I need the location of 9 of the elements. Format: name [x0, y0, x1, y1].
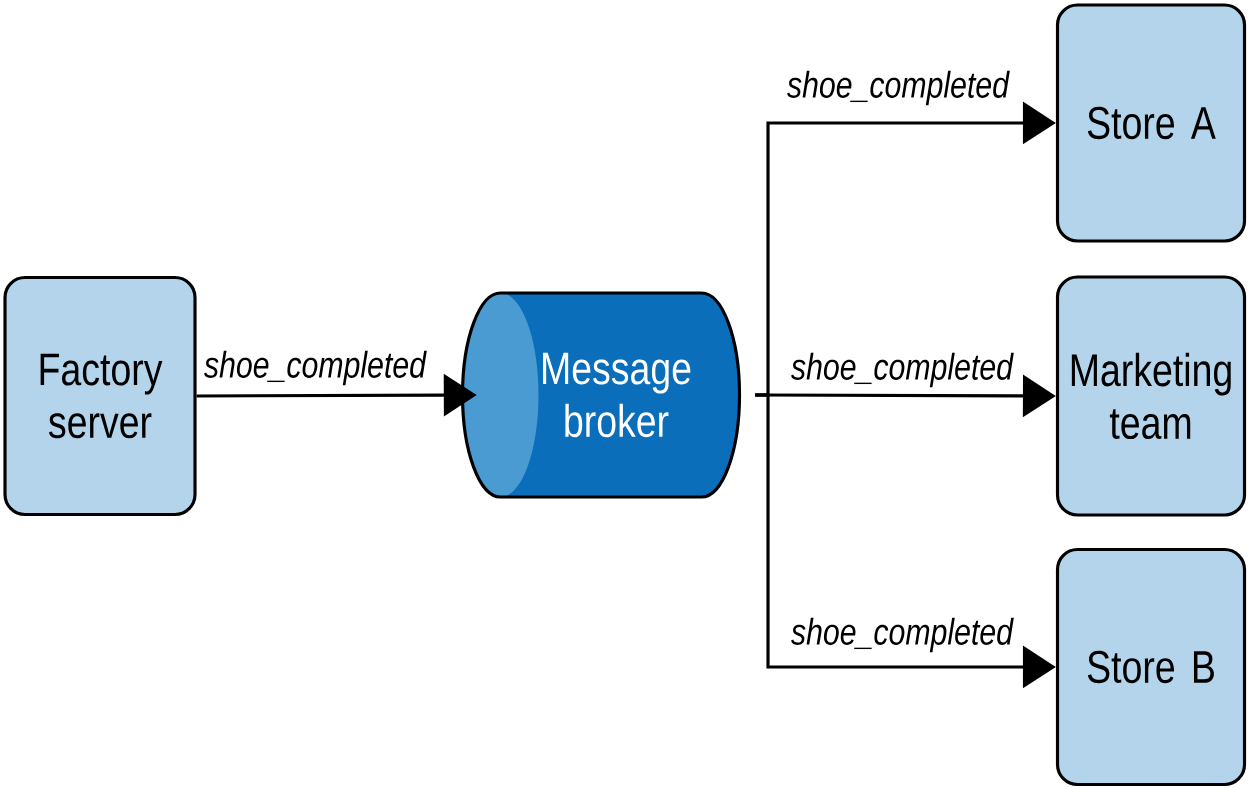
process-box: Store A	[1055, 3, 1247, 243]
cylinder: Message broker	[460, 291, 742, 499]
edge-label: shoe_completed	[787, 614, 1017, 656]
process-box: Store B	[1055, 547, 1247, 787]
edge-label: shoe_completed	[200, 347, 430, 389]
edge-label: shoe_completed	[787, 349, 1017, 391]
process-box: Factory server	[3, 275, 197, 517]
edge-label: shoe_completed	[783, 67, 1013, 109]
process-box: Marketing team	[1055, 275, 1247, 517]
